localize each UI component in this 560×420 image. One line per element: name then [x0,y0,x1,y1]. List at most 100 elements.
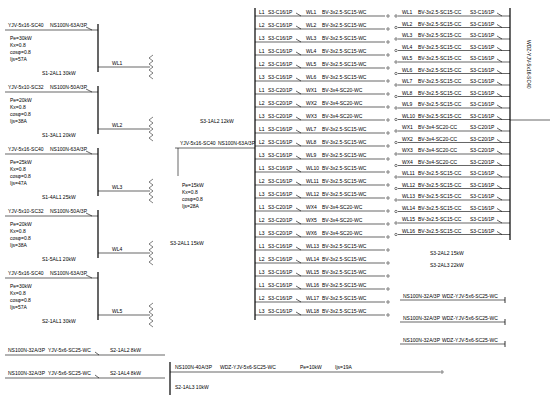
circuit-label: L3 [259,74,265,80]
circuit-label: WX3 [306,113,317,119]
wire [296,91,301,94]
circuit-label: BV-3x2.5-SC15-CC [418,78,461,84]
wire [296,234,301,237]
wire [398,27,510,28]
wire [296,299,301,302]
wire [98,191,150,192]
circuit-label: Ijs=19A [335,364,352,370]
terminal [387,132,389,134]
circuit-label: BV-3x4-SC20-WC [322,230,362,236]
terminal [395,141,397,143]
circuit-label: BV-3x2.5-SC15-WC [322,35,366,41]
circuit-label: Kx=0.8 [10,104,26,110]
circuit-label: L3 [259,191,265,197]
circuit-label: S3-C16/1P [268,269,292,275]
wire [497,163,502,166]
circuit-label: S3-C16/1P [268,61,292,67]
wire [97,272,98,320]
terminal [387,93,389,95]
wire [398,131,510,132]
circuit-label: BV-3x2.5-SC15-CC [418,32,461,38]
circuit-label: S3-C20/1P [470,124,494,130]
wire [255,263,385,264]
circuit-label: NS100N-40A/3P [175,364,212,370]
circuit-label: BV-3x2.5-SC15-WC [322,165,366,171]
wire [95,375,99,378]
circuit-label: Pe=30kW [10,283,32,289]
wire [255,289,385,290]
circuit-label: BV-3x2.5-SC15-WC [322,9,366,15]
circuit-label: BV-3x2.5-SC15-CC [418,170,461,176]
circuit-label: WDZ-YJV-5x6-SC25-WC [442,337,498,343]
circuit-label: WL6 [402,67,412,73]
terminal [395,118,397,120]
wire [296,26,301,29]
circuit-label: BV-3x2.5-SC15-WC [322,48,366,54]
circuit-label: WX2 [306,100,317,106]
circuit-label: BV-3x2.5-SC15-CC [418,205,461,211]
wire [5,30,98,31]
wire [255,185,385,186]
terminal [395,72,397,74]
wire [255,107,385,108]
circuit-label: S3-C16/1P [268,295,292,301]
circuit-label: NS100N-32A/3P [8,347,45,353]
wire [398,154,510,155]
terminal [387,106,389,108]
wire [497,140,502,143]
circuit-label: S3-2AL2 15kW [430,250,464,256]
circuit-label: S3-C16/1P [268,126,292,132]
circuit-label: L1 [259,48,265,54]
wire [510,120,550,121]
terminal [395,38,397,40]
terminal [395,95,397,97]
circuit-label: S3-C20/1P [470,147,494,153]
circuit-label: WX4 [306,204,317,210]
circuit-label: Kx=0.8 [10,228,26,234]
circuit-label: WL13 [402,193,415,199]
terminal [387,80,389,82]
circuit-label: BV-3x2.5-SC15-WC [322,308,366,314]
circuit-label: BV-3x2.5-SC15-WC [322,295,366,301]
circuit-label: BV-3x2.5-SC15-CC [418,113,461,119]
wire [255,94,385,95]
circuit-label: NS100N-32A/3P [403,337,440,343]
circuit-label: NS100N-50A/3P [50,84,87,90]
circuit-label: BV-3x2.5-SC15-WC [322,74,366,80]
wire [497,174,502,177]
circuit-label: S3-C20/1P [470,159,494,165]
circuit-label: WL1 [112,60,122,66]
circuit-label: L1 [259,165,265,171]
terminal [387,314,389,316]
wire [398,142,510,143]
circuit-label: WL4 [112,246,122,252]
circuit-label: WL8 [402,90,412,96]
circuit-label: S3-C16/1P [470,228,494,234]
wire [398,177,510,178]
circuit-label: BV-3x2.5-SC15-WC [322,243,366,249]
circuit-label: BV-3x4-SC20-CC [418,147,457,153]
circuit-label: WL6 [306,74,316,80]
wire [497,128,502,131]
circuit-label: YJV-5x6-SC25-WC [48,347,91,353]
circuit-label: L3 [259,113,265,119]
circuit-label: WDZ-YJV-5x6-SC25-WC [442,315,498,321]
wire [5,378,165,379]
terminal [387,197,389,199]
wire [255,55,385,56]
circuit-label: WL4 [306,48,316,54]
wire [296,208,301,211]
wire [255,315,385,316]
wire [97,24,98,72]
circuit-label: L2 [259,100,265,106]
wire [255,276,385,277]
circuit-label: WL13 [306,243,319,249]
wire [400,344,505,345]
terminal [387,236,389,238]
circuit-label: WL1 [306,9,316,15]
wire [5,154,98,155]
break-symbol [149,55,153,79]
circuit-label: YJV-5x16-SC40 [8,146,44,152]
wire [170,372,440,373]
circuit-label: L2 [259,22,265,28]
